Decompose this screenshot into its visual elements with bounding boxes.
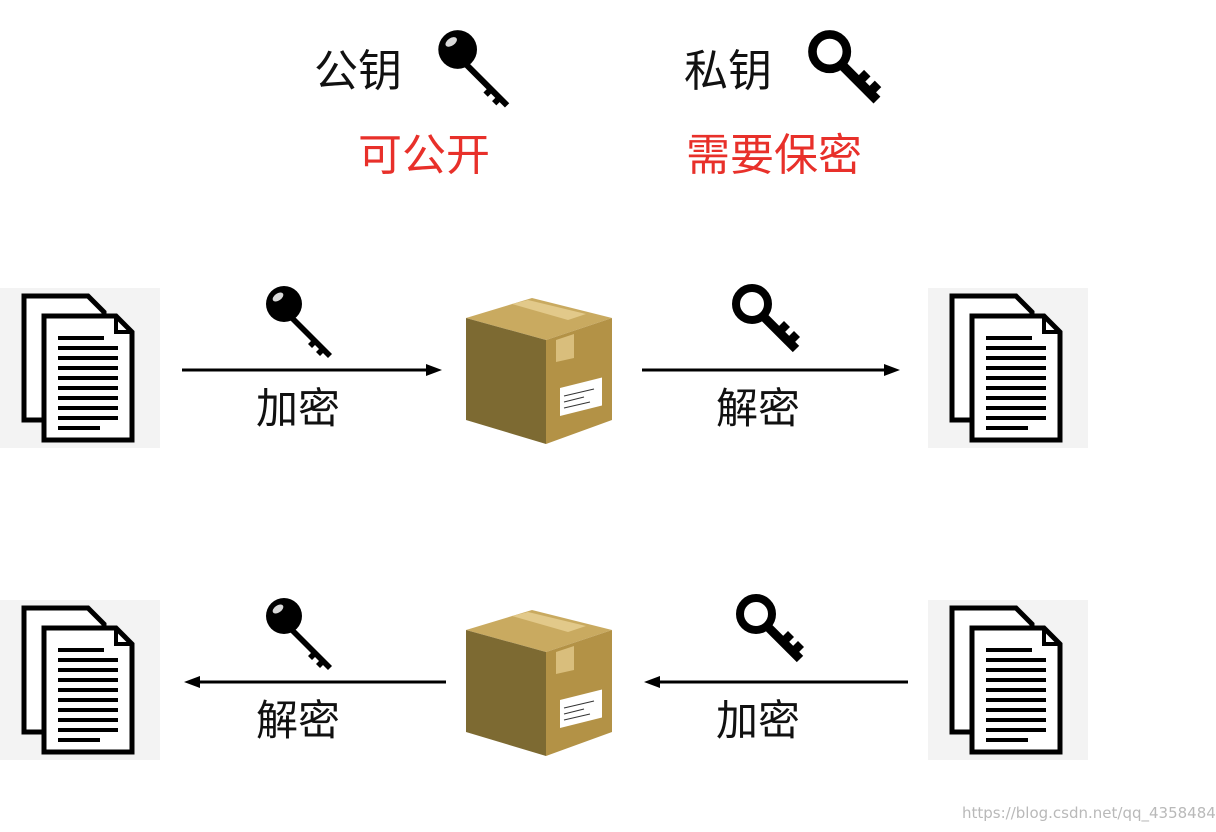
row1-first-step-label: 加密	[256, 384, 341, 433]
decrypted-document-icon	[0, 600, 160, 760]
package-box-icon	[464, 608, 614, 758]
package-box-icon	[464, 296, 614, 446]
left-arrow-icon	[644, 676, 908, 688]
public-key-label: 公钥	[314, 46, 402, 97]
solid-key-icon	[262, 284, 342, 364]
outline-key-icon	[734, 592, 814, 672]
private-key-note: 需要保密	[686, 130, 862, 181]
right-arrow-icon	[642, 364, 900, 376]
solid-key-icon	[434, 28, 520, 114]
row1-second-step-label: 解密	[716, 384, 801, 433]
plaintext-document-icon	[928, 600, 1088, 760]
watermark-url: https://blog.csdn.net/qq_43584847	[962, 804, 1216, 822]
plaintext-document-icon	[0, 288, 160, 448]
public-key-note: 可公开	[358, 130, 490, 181]
right-arrow-icon	[182, 364, 442, 376]
solid-key-icon	[262, 596, 342, 676]
decrypted-document-icon	[928, 288, 1088, 448]
outline-key-icon	[806, 28, 892, 114]
row2-first-step-label: 加密	[716, 696, 801, 745]
left-arrow-icon	[184, 676, 446, 688]
outline-key-icon	[730, 282, 810, 362]
row2-second-step-label: 解密	[256, 696, 341, 745]
private-key-label: 私钥	[684, 46, 772, 97]
